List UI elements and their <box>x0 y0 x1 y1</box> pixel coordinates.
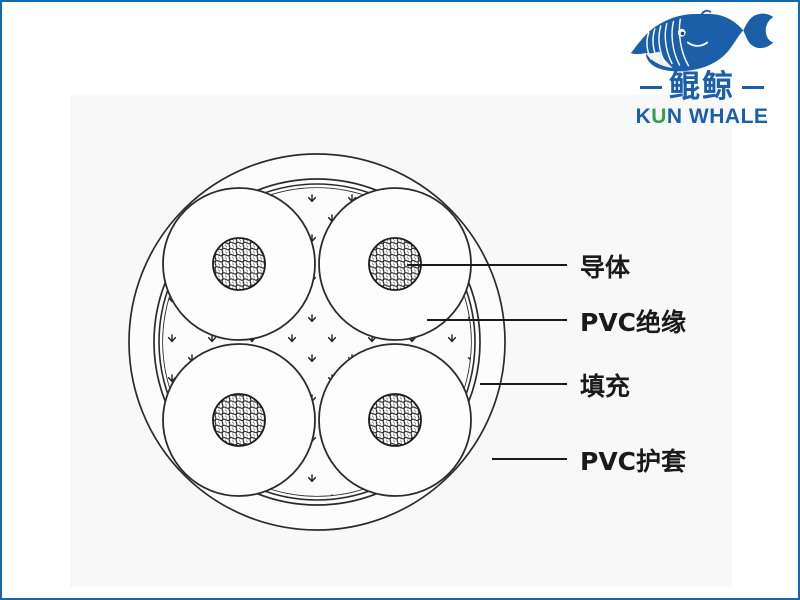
label-sheath: PVC护套 <box>580 447 687 476</box>
logo-dash-left <box>640 86 662 89</box>
logo-chinese-row: 鲲鲸 <box>640 72 764 103</box>
core-bottom-left <box>162 343 316 497</box>
core-group <box>162 187 472 497</box>
logo-english-suffix: N WHALE <box>666 105 769 128</box>
logo-dash-right <box>742 86 764 89</box>
whale-icon <box>630 9 774 72</box>
logo-english-name: KUN WHALE <box>636 106 769 127</box>
leader-lines <box>407 264 567 460</box>
logo-chinese-name: 鲲鲸 <box>669 69 735 105</box>
logo-english-prefix: K <box>635 105 652 128</box>
logo-english-accent: U <box>651 105 667 128</box>
brand-logo: 鲲鲸 KUN WHALE <box>612 8 792 140</box>
core-top-left <box>162 187 316 341</box>
label-insulation: PVC绝缘 <box>580 308 686 337</box>
core-bottom-right <box>318 343 472 497</box>
label-conductor: 导体 <box>580 253 631 282</box>
label-filler: 填充 <box>580 372 630 401</box>
